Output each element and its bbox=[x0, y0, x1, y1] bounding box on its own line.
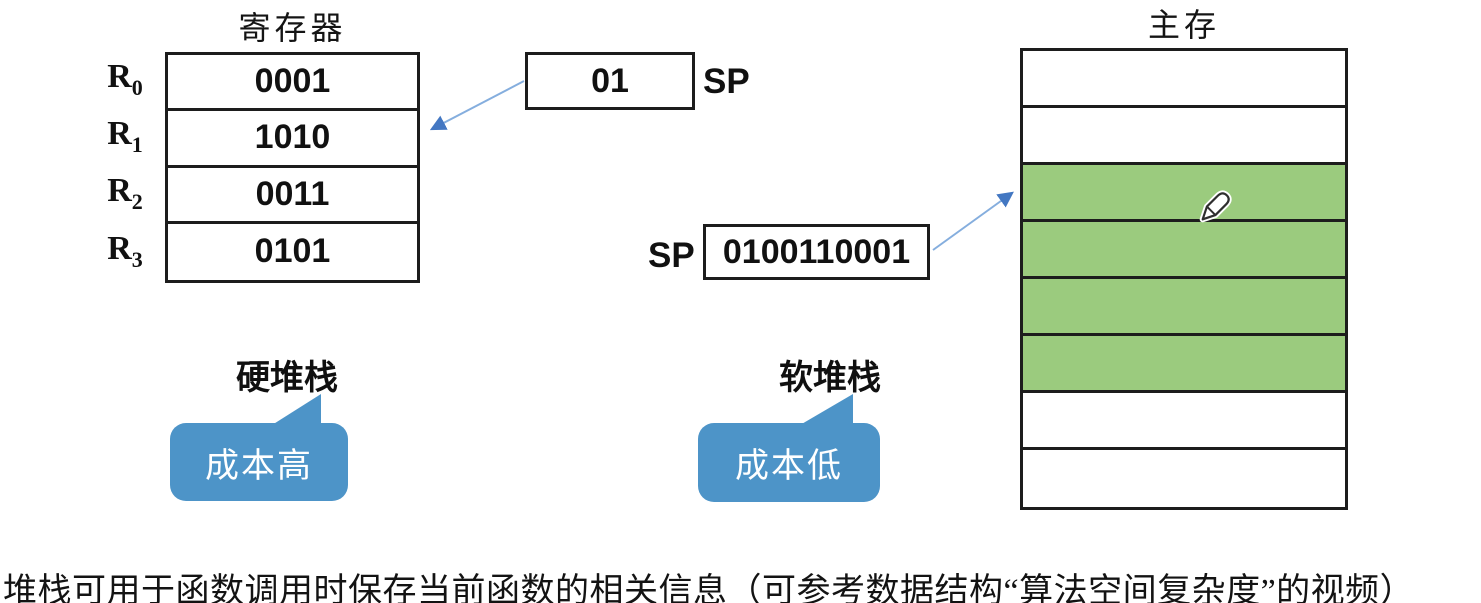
sp-register-box: 01 bbox=[525, 52, 695, 110]
register-label-r3: R3 bbox=[107, 230, 143, 272]
sp-memory-box: 0100110001 bbox=[703, 224, 930, 280]
hard-stack-bubble: 成本高 bbox=[170, 423, 348, 501]
sp-to-register-arrow bbox=[429, 80, 525, 131]
register-label-r0: R0 bbox=[107, 58, 143, 100]
register-title: 寄存器 bbox=[238, 10, 347, 46]
soft-stack-label: 软堆栈 bbox=[779, 359, 881, 397]
register-label-r2: R2 bbox=[107, 172, 143, 214]
sp-memory-label: SP bbox=[648, 236, 695, 275]
register-cell-r3: 0101 bbox=[254, 232, 331, 271]
memory-table bbox=[1020, 48, 1348, 510]
memory-title: 主存 bbox=[1147, 7, 1220, 43]
memory-cell-8 bbox=[1023, 450, 1345, 507]
soft-stack-bubble: 成本低 bbox=[698, 423, 880, 502]
register-cell-r1: 1010 bbox=[168, 111, 417, 168]
hard-stack-label: 硬堆栈 bbox=[236, 359, 338, 397]
memory-cell-3 bbox=[1023, 165, 1345, 222]
caption-text: 堆栈可用于函数调用时保存当前函数的相关信息（可参考数据结构“算法空间复杂度”的视… bbox=[3, 573, 1415, 603]
sp-register-label: SP bbox=[703, 62, 750, 101]
memory-cell-7 bbox=[1023, 393, 1345, 450]
memory-cell-6 bbox=[1023, 336, 1345, 393]
memory-cell-1 bbox=[1023, 51, 1345, 108]
register-table: 0001 1010 0011 0101 bbox=[165, 52, 420, 283]
memory-cell-5 bbox=[1023, 279, 1345, 336]
memory-cell-4 bbox=[1023, 222, 1345, 279]
sp-to-memory-arrow bbox=[932, 191, 1014, 251]
register-label-r1: R1 bbox=[107, 115, 143, 157]
register-cell-r2: 0011 bbox=[168, 168, 417, 224]
memory-cell-2 bbox=[1023, 108, 1345, 165]
register-cell-r0: 0001 bbox=[168, 55, 417, 112]
